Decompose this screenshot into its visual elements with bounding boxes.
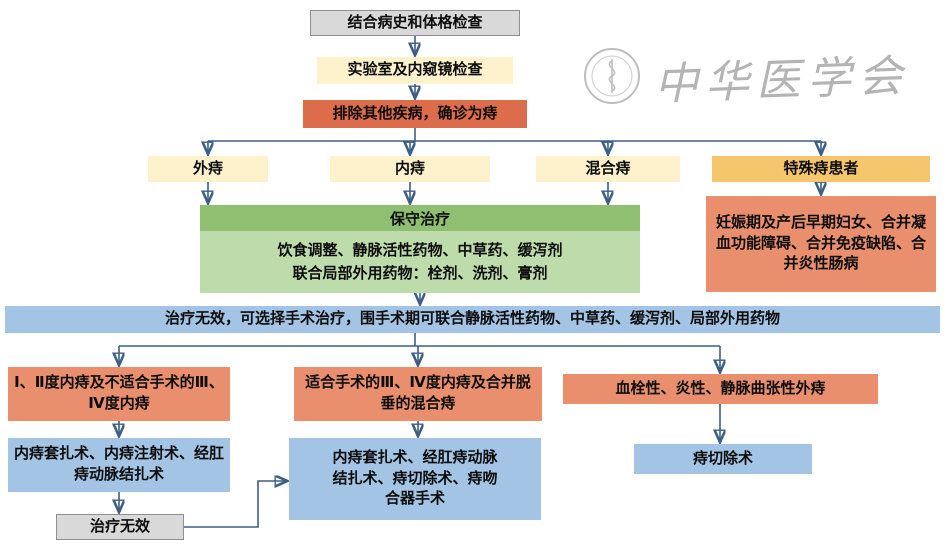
node-mixed-hemorrhoid: 混合痔 <box>536 156 680 182</box>
node-operation-ligation-excision: 内痔套扎术、经肛痔动脉结扎术、痔切除术、痔吻合器手术 <box>289 438 541 520</box>
node-conservative-treatment: 保守治疗 饮食调整、静脉活性药物、中草药、缓泻剂 联合局部外用药物：栓剂、洗剂、… <box>200 205 640 293</box>
node-exclude-confirm: 排除其他疾病，确诊为痔 <box>303 100 527 128</box>
node-indication-grade34: 适合手术的Ⅲ、Ⅳ度内痔及合并脱垂的混合痔 <box>294 367 542 421</box>
operation-ligation-excision-label: 内痔套扎术、经肛痔动脉结扎术、痔切除术、痔吻合器手术 <box>332 448 498 508</box>
node-special-patients-detail: 妊娠期及产后早期妇女、合并凝血功能障碍、合并免疫缺陷、合并炎性肠病 <box>706 196 936 292</box>
conservative-body-line1: 饮食调整、静脉活性药物、中草药、缓泻剂 <box>277 241 563 259</box>
node-special-patients: 特殊痔患者 <box>712 156 930 182</box>
watermark-text: 中华医学会 <box>653 50 910 111</box>
node-surgery-decision-bar: 治疗无效，可选择手术治疗，围手术期可联合静脉活性药物、中草药、缓泻剂、局部外用药… <box>5 306 940 333</box>
conservative-title: 保守治疗 <box>200 205 640 231</box>
node-history-exam: 结合病史和体格检查 <box>310 10 520 36</box>
node-external-hemorrhoid: 外痔 <box>148 156 268 182</box>
node-lab-endoscopy: 实验室及内窥镜检查 <box>317 57 513 84</box>
node-indication-external: 血栓性、炎性、静脉曲张性外痔 <box>563 374 878 404</box>
node-operation-excision: 痔切除术 <box>634 444 812 474</box>
watermark: 中华医学会 <box>582 44 910 110</box>
node-indication-grade12: Ⅰ、Ⅱ度内痔及不适合手术的Ⅲ、Ⅳ度内痔 <box>8 367 230 421</box>
node-internal-hemorrhoid: 内痔 <box>330 156 490 182</box>
conservative-body-line2: 联合局部外用药物：栓剂、洗剂、膏剂 <box>292 265 548 282</box>
node-operation-ligation-injection: 内痔套扎术、内痔注射术、经肛痔动脉结扎术 <box>8 438 230 492</box>
node-treatment-failed: 治疗无效 <box>56 514 184 540</box>
cma-seal-icon <box>584 48 640 104</box>
conservative-body: 饮食调整、静脉活性药物、中草药、缓泻剂 联合局部外用药物：栓剂、洗剂、膏剂 <box>200 231 640 293</box>
